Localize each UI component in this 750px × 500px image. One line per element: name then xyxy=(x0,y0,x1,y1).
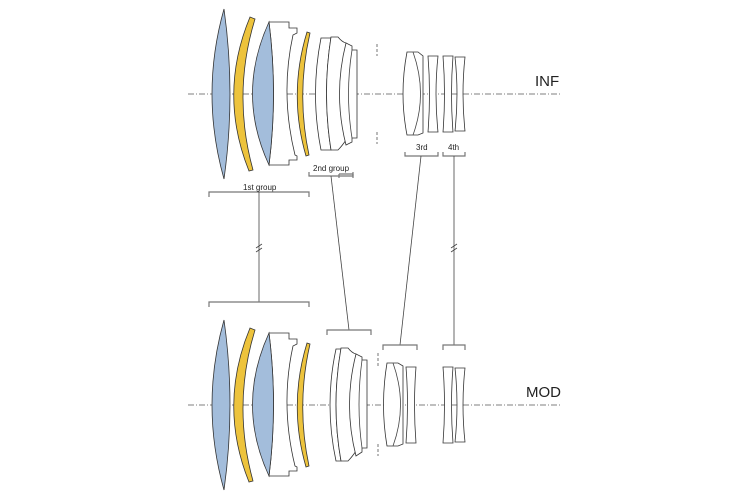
lens-element xyxy=(454,367,466,443)
group-movement-lines xyxy=(255,155,458,346)
lens-element xyxy=(296,342,311,468)
lens-element xyxy=(252,331,274,478)
group-1-mod xyxy=(211,319,311,491)
group-2-bracket-mod xyxy=(326,329,372,335)
break-mark xyxy=(255,243,263,253)
lens-element xyxy=(211,8,231,180)
lens-surface xyxy=(358,359,363,449)
lens-element xyxy=(296,31,311,157)
group-3-inf xyxy=(402,51,439,136)
group-3-bracket-inf xyxy=(404,152,439,157)
mod-configuration: MOD xyxy=(188,301,561,491)
lens-element xyxy=(442,366,454,444)
break-mark xyxy=(450,243,458,253)
group-3-label: 3rd xyxy=(416,143,428,152)
group-1-inf xyxy=(211,8,311,180)
group-1-bracket-mod xyxy=(208,301,310,307)
lens-element xyxy=(233,327,256,483)
lens-element xyxy=(211,319,231,491)
group-3-mod xyxy=(383,362,417,447)
group-2-inf xyxy=(315,36,358,151)
lens-element xyxy=(454,56,466,132)
group-4-inf xyxy=(442,55,466,133)
lens-element xyxy=(252,20,274,167)
group-4-label: 4th xyxy=(448,143,459,152)
state-label-inf: INF xyxy=(535,73,559,90)
group-4-mod xyxy=(442,366,466,444)
group-1-label: 1st group xyxy=(243,183,277,192)
lens-element xyxy=(383,362,404,447)
lens-element xyxy=(405,366,417,444)
inf-configuration: INF 2nd group 3rd 4th 1st group xyxy=(188,8,560,197)
group-3-bracket-mod xyxy=(382,344,418,350)
lens-surface xyxy=(412,51,421,136)
lens-element xyxy=(349,353,368,457)
lens-element xyxy=(427,55,439,133)
group-3-movement-line xyxy=(399,155,422,346)
group-4-bracket-inf xyxy=(442,152,466,157)
lens-element xyxy=(233,16,256,172)
group-2-mod xyxy=(329,347,368,462)
group-2-movement-line xyxy=(330,175,350,331)
state-label-mod: MOD xyxy=(526,384,561,401)
lens-element xyxy=(335,347,357,462)
group-2-label: 2nd group xyxy=(313,164,350,173)
lens-surface xyxy=(348,49,353,139)
group-4-bracket-mod xyxy=(442,344,466,350)
lens-element xyxy=(442,55,454,133)
lens-element xyxy=(402,51,424,136)
lens-surface xyxy=(392,362,401,447)
